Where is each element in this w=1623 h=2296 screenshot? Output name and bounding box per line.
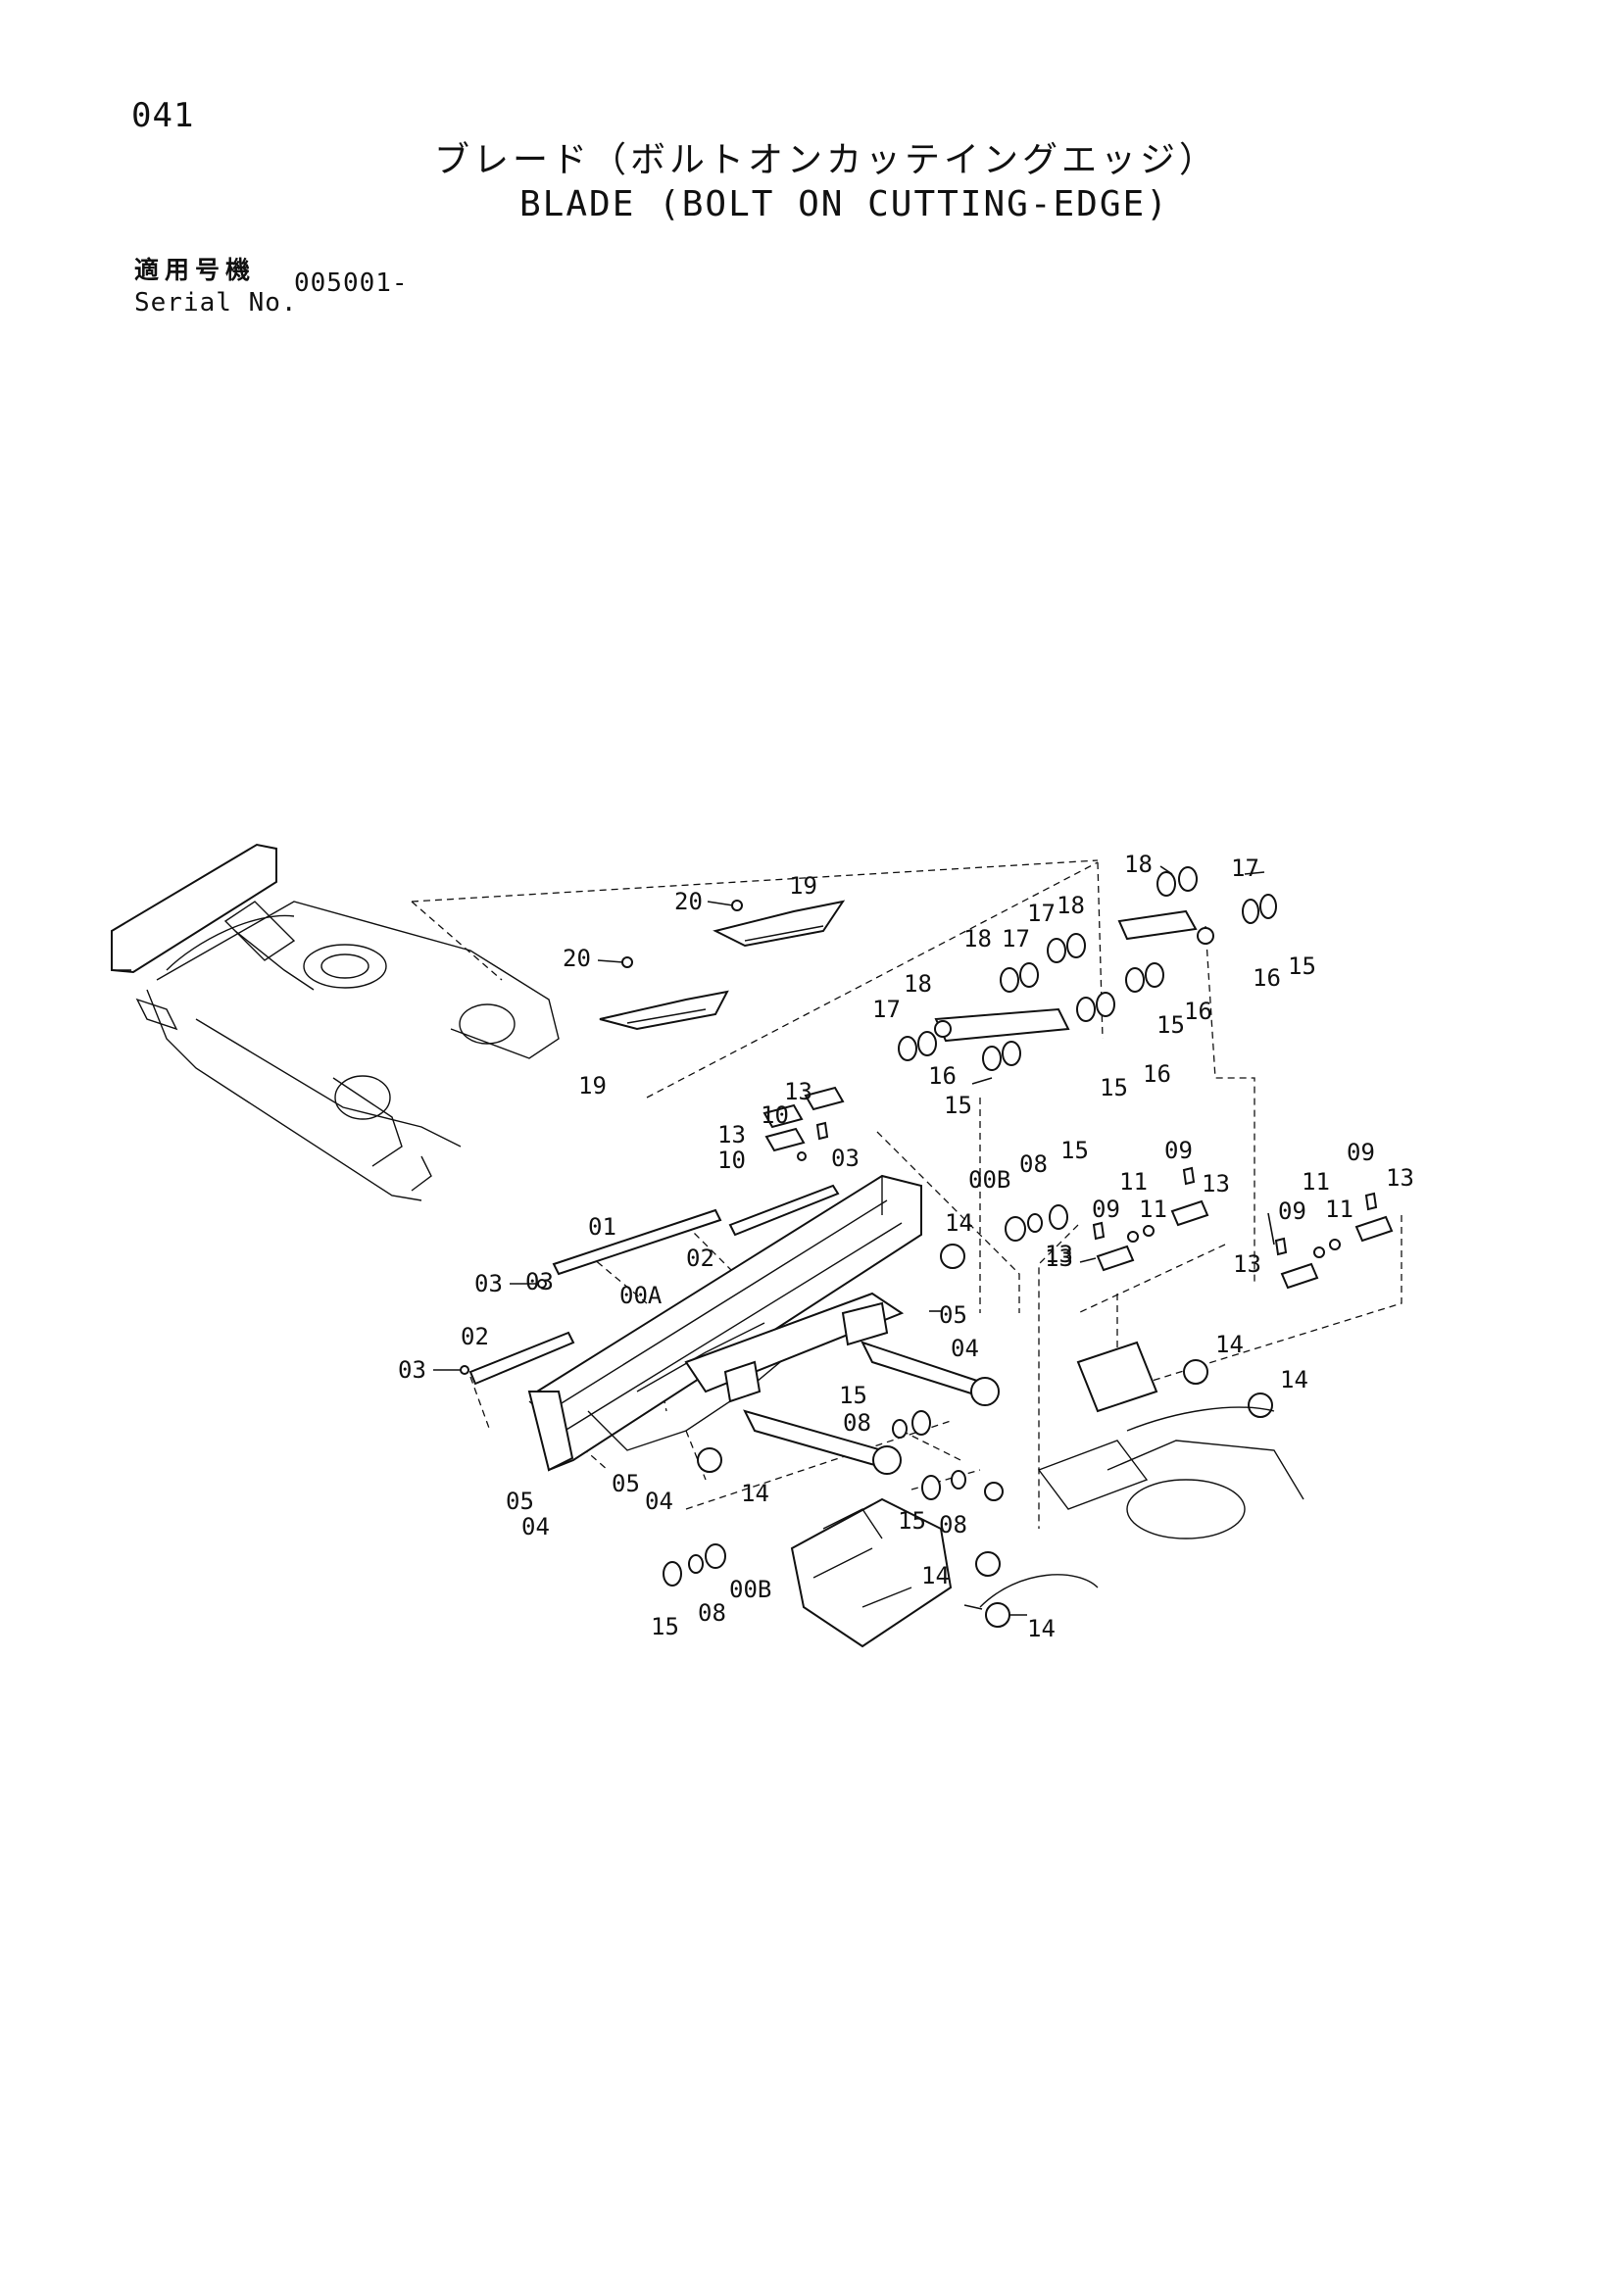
callout-label: 15 xyxy=(944,1092,972,1119)
callout-label: 17 xyxy=(1027,900,1056,927)
callout-label: 09 xyxy=(1347,1139,1375,1166)
callout-label: 04 xyxy=(521,1513,550,1540)
callout-labels: 20 19 20 19 18 17 17 18 18 17 17 18 16 1… xyxy=(398,851,1414,1642)
callout-label: 16 xyxy=(1184,998,1212,1025)
callout-label: 13 xyxy=(717,1121,746,1148)
callout-label: 13 xyxy=(1045,1245,1073,1272)
serial-label-english: Serial No. xyxy=(134,288,298,318)
callout-label: 16 xyxy=(1253,964,1281,992)
title-english: BLADE (BOLT ON CUTTING-EDGE) xyxy=(519,184,1169,224)
callout-label: 05 xyxy=(506,1488,534,1515)
callout-label: 19 xyxy=(789,872,817,900)
callout-label: 02 xyxy=(686,1245,714,1272)
callout-label: 05 xyxy=(612,1470,640,1497)
callout-label: 17 xyxy=(1002,925,1030,953)
cutting-edges xyxy=(460,1151,840,1386)
pins-upper xyxy=(762,1086,845,1152)
callout-label: 20 xyxy=(563,945,591,972)
callout-label: 14 xyxy=(1280,1366,1308,1393)
callout-label: 08 xyxy=(939,1511,967,1539)
callout-label: 15 xyxy=(1156,1011,1185,1039)
title-japanese: ブレード（ボルトオンカッテイングエッジ） xyxy=(434,140,1219,180)
callout-label: 08 xyxy=(843,1409,871,1437)
label-leaders xyxy=(433,865,1275,1616)
callout-label: 17 xyxy=(1231,855,1259,882)
pin-washer-group-upper xyxy=(898,866,1277,1071)
callout-label: 10 xyxy=(761,1101,789,1129)
callout-label: 15 xyxy=(1060,1137,1089,1164)
callout-label: 03 xyxy=(525,1268,554,1295)
callout-label: 09 xyxy=(1278,1197,1306,1225)
callout-label: 11 xyxy=(1302,1168,1330,1196)
callout-label: 00A xyxy=(619,1282,663,1309)
callout-label: 11 xyxy=(1139,1196,1167,1223)
callout-label: 13 xyxy=(1386,1164,1414,1192)
callout-label: 03 xyxy=(398,1356,426,1384)
callout-label: 14 xyxy=(945,1209,973,1237)
callout-label: 04 xyxy=(645,1488,673,1515)
callout-label: 14 xyxy=(741,1480,769,1507)
callout-label: 03 xyxy=(831,1145,860,1172)
callout-label: 15 xyxy=(1100,1074,1128,1101)
serial-value: 005001- xyxy=(294,269,409,298)
callout-label: 08 xyxy=(698,1599,726,1627)
callout-label: 18 xyxy=(904,970,932,998)
callout-label: 09 xyxy=(1092,1196,1120,1223)
callout-label: 15 xyxy=(651,1613,679,1640)
callout-label: 13 xyxy=(1045,1241,1073,1268)
blade-body xyxy=(527,1174,922,1472)
callout-label: 13 xyxy=(784,1078,812,1105)
callout-label: 05 xyxy=(939,1301,967,1329)
callout-label: 15 xyxy=(1288,953,1316,980)
callout-label: 00B xyxy=(729,1576,771,1603)
callout-label: 14 xyxy=(1215,1331,1244,1358)
callout-label: 18 xyxy=(1057,892,1085,919)
push-arms xyxy=(684,1292,1000,1475)
callout-label: 14 xyxy=(921,1562,950,1589)
callout-label: 16 xyxy=(928,1062,957,1090)
page-number: 041 xyxy=(131,96,195,135)
callout-label: 11 xyxy=(1325,1196,1353,1223)
callout-label: 16 xyxy=(1143,1060,1171,1088)
bushings-washers xyxy=(663,1204,1273,1628)
callout-label: 19 xyxy=(578,1072,607,1099)
callout-label: 17 xyxy=(872,996,901,1023)
callout-label: 18 xyxy=(1124,851,1153,878)
serial-label-japanese: 適用号機 xyxy=(134,256,257,284)
callout-label: 10 xyxy=(717,1147,746,1174)
callout-label: 15 xyxy=(898,1507,926,1535)
pins-right xyxy=(1092,1166,1394,1290)
callout-label: 01 xyxy=(588,1213,616,1241)
callout-label: 18 xyxy=(963,925,992,953)
callout-label: 13 xyxy=(1233,1250,1261,1278)
callout-label: 04 xyxy=(951,1335,979,1362)
callout-label: 20 xyxy=(674,888,703,915)
callout-label: 14 xyxy=(1027,1615,1056,1642)
machine-overview-illustration xyxy=(111,843,560,1201)
callout-label: 00B xyxy=(968,1166,1010,1194)
callout-label: 11 xyxy=(1119,1168,1148,1196)
callout-label: 02 xyxy=(461,1323,489,1350)
callout-label: 08 xyxy=(1019,1150,1048,1178)
wear-plates xyxy=(599,900,846,1031)
callout-label: 03 xyxy=(474,1270,503,1297)
callout-label: 15 xyxy=(839,1382,867,1409)
callout-label: 13 xyxy=(1202,1170,1230,1197)
callout-label: 09 xyxy=(1164,1137,1193,1164)
undercarriage-bracket xyxy=(790,1341,1304,1648)
